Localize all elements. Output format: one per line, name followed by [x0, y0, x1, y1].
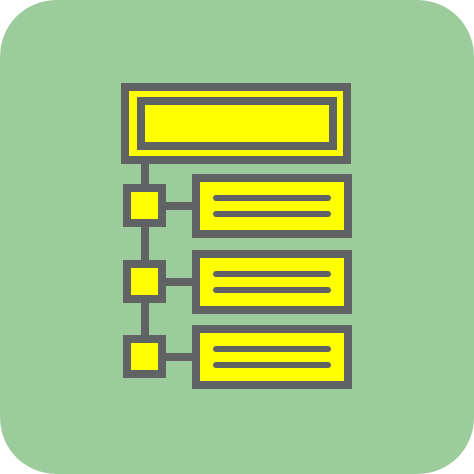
list-row-1-node [123, 184, 166, 227]
list-row-2-node [123, 260, 166, 303]
list-row-1-box [192, 174, 352, 238]
header-box-inner [137, 97, 337, 150]
list-row-3-node [123, 335, 166, 378]
list-row-2-box [192, 250, 352, 314]
list-row-3-box [192, 325, 352, 389]
